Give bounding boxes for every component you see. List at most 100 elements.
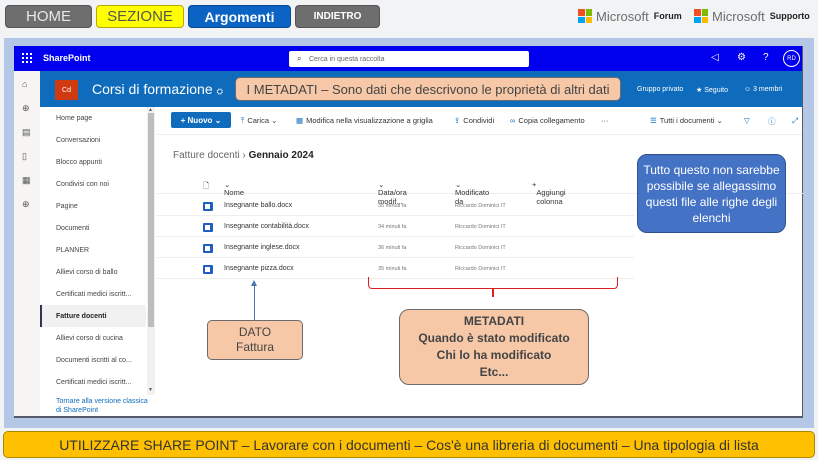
- create-icon[interactable]: ⊕: [22, 199, 30, 209]
- upload-button[interactable]: ⤒Carica ⌄: [241, 116, 278, 125]
- table-row[interactable]: Insegnante contabilità.docx 34 minuti fa…: [156, 216, 634, 237]
- nav-item-condivisi[interactable]: Condivisi con noi: [56, 180, 109, 188]
- more-button[interactable]: ···: [601, 116, 609, 125]
- info-icon[interactable]: ⓘ: [768, 117, 776, 126]
- site-header: Cd Corsi di formazione⛭ I METADATI – Son…: [40, 71, 802, 107]
- footer-topic-bar: UTILIZZARE SHARE POINT – Lavorare con i …: [3, 431, 815, 458]
- gear-icon[interactable]: ⚙: [737, 52, 746, 63]
- note-callout: Tutto questo non sarebbe possibile se al…: [637, 154, 786, 233]
- classic-sharepoint-link[interactable]: Tornare alla versione classica di ShareP…: [56, 398, 148, 414]
- file-type-icon[interactable]: 🗋: [203, 181, 210, 190]
- share-icon: ⇪: [454, 116, 461, 125]
- avatar[interactable]: RD: [783, 50, 800, 67]
- link-icon: ∞: [510, 116, 516, 125]
- sezione-button[interactable]: SEZIONE: [96, 5, 184, 28]
- file-name[interactable]: Insegnante inglese.docx: [224, 244, 300, 251]
- app-rail: ⌂ ⊕ ▤ ▯ ▦ ⊕: [14, 71, 40, 416]
- home-button[interactable]: HOME: [5, 5, 92, 28]
- view-list-icon: ☰: [650, 116, 657, 125]
- dato-callout: DATO Fattura: [207, 320, 303, 360]
- nav-scrollbar[interactable]: ▲ ▼: [147, 107, 155, 395]
- metadati-callout: METADATI Quando è stato modificato Chi l…: [399, 309, 589, 385]
- app-launcher-icon[interactable]: [22, 53, 32, 63]
- person-icon: ☺: [744, 86, 754, 93]
- nav-item-certificati-1[interactable]: Certificati medici iscritt...: [56, 290, 132, 298]
- arrow-line: [254, 283, 255, 320]
- modified-by[interactable]: Riccardo Dominici IT: [455, 203, 506, 209]
- file-name[interactable]: Insegnante ballo.docx: [224, 202, 293, 209]
- grid-edit-button[interactable]: ▦Modifica nella visualizzazione a grigli…: [296, 116, 433, 125]
- nav-item-allievi-ballo[interactable]: Allievi corso di ballo: [56, 268, 118, 276]
- word-file-icon: [203, 202, 213, 211]
- privacy-label: Gruppo privato: [637, 86, 684, 93]
- forum-label: Forum: [653, 11, 682, 21]
- modified-by[interactable]: Riccardo Dominici IT: [455, 224, 506, 230]
- nav-item-allievi-cucina[interactable]: Allievi corso di cucina: [56, 334, 123, 342]
- breadcrumb: Fatture docenti › Gennaio 2024: [173, 150, 314, 161]
- microsoft-brand: Microsoft: [596, 8, 649, 24]
- indietro-button[interactable]: INDIETRO: [295, 5, 380, 28]
- metadati-line-1: Quando è stato modificato: [418, 331, 570, 345]
- column-modified-by[interactable]: Modificato da ⌄: [455, 180, 490, 206]
- nav-item-home[interactable]: Home page: [56, 114, 93, 122]
- microsoft-support-link[interactable]: Microsoft Supporto: [694, 8, 810, 24]
- microsoft-logo-icon: [578, 9, 592, 23]
- modified-by[interactable]: Riccardo Dominici IT: [455, 266, 506, 272]
- members-button[interactable]: ☺ 3 membri: [744, 86, 783, 93]
- column-nome[interactable]: Nome ⌄: [224, 180, 245, 197]
- site-title[interactable]: Corsi di formazione⛭: [92, 81, 224, 97]
- nav-item-conversazioni[interactable]: Conversazioni: [56, 136, 101, 144]
- column-modified[interactable]: Data/ora modif... ⌄: [378, 180, 407, 206]
- view-selector[interactable]: ☰Tutti i documenti ⌄: [650, 116, 723, 125]
- scrollbar-thumb[interactable]: [148, 113, 154, 327]
- add-column-button[interactable]: + Aggiungi colonna: [532, 180, 566, 206]
- expand-icon[interactable]: ⤢: [792, 116, 798, 125]
- file-name[interactable]: Insegnante contabilità.docx: [224, 223, 309, 230]
- modified-time: 35 minuti fa: [378, 203, 407, 209]
- modified-by[interactable]: Riccardo Dominici IT: [455, 245, 506, 251]
- word-file-icon: [203, 223, 213, 232]
- follow-button[interactable]: ★ Seguito: [696, 87, 728, 94]
- help-icon[interactable]: ?: [763, 52, 769, 63]
- grid-icon: ▦: [296, 116, 304, 125]
- table-row[interactable]: Insegnante inglese.docx 36 minuti fa Ric…: [156, 237, 634, 258]
- nav-item-blocco-appunti[interactable]: Blocco appunti: [56, 158, 102, 166]
- argomenti-button[interactable]: Argomenti: [188, 5, 291, 28]
- brace-tip: [492, 289, 494, 297]
- filter-icon[interactable]: ▽: [744, 116, 750, 125]
- document-icon[interactable]: ▯: [22, 151, 27, 161]
- home-icon[interactable]: ⌂: [22, 79, 28, 89]
- word-file-icon: [203, 244, 213, 253]
- scroll-down-icon[interactable]: ▼: [148, 387, 153, 393]
- word-file-icon: [203, 265, 213, 274]
- news-icon[interactable]: ▤: [22, 127, 31, 137]
- search-input[interactable]: ⌕ Cerca in questa raccolta: [289, 51, 529, 67]
- scroll-up-icon[interactable]: ▲: [148, 107, 153, 113]
- modified-time: 35 minuti fa: [378, 266, 407, 272]
- microsoft-forum-link[interactable]: Microsoft Forum: [578, 8, 682, 24]
- nav-item-planner[interactable]: PLANNER: [56, 246, 90, 254]
- file-name[interactable]: Insegnante pizza.docx: [224, 265, 294, 272]
- metadata-definition-banner: I METADATI – Sono dati che descrivono le…: [235, 77, 621, 101]
- nav-item-pagine[interactable]: Pagine: [56, 202, 78, 210]
- microsoft-logo-icon: [694, 9, 708, 23]
- megaphone-icon[interactable]: ◁: [711, 52, 719, 63]
- site-navigation: Home page Conversazioni Blocco appunti C…: [40, 107, 156, 416]
- metadati-title: METADATI: [463, 314, 525, 328]
- nav-item-certificati-2[interactable]: Certificati medici iscritt...: [56, 378, 132, 386]
- modified-time: 36 minuti fa: [378, 245, 407, 251]
- breadcrumb-parent[interactable]: Fatture docenti: [173, 150, 240, 161]
- app-name[interactable]: SharePoint: [43, 53, 91, 63]
- site-logo[interactable]: Cd: [55, 80, 78, 100]
- share-button[interactable]: ⇪Condividi: [454, 116, 495, 125]
- nav-item-documenti[interactable]: Documenti: [56, 224, 90, 232]
- microsoft-brand: Microsoft: [712, 8, 765, 24]
- globe-icon[interactable]: ⊕: [22, 103, 30, 113]
- nav-item-documenti-iscritti[interactable]: Documenti iscritti al co...: [56, 356, 132, 364]
- list-icon[interactable]: ▦: [22, 175, 31, 185]
- table-row[interactable]: Insegnante pizza.docx 35 minuti fa Ricca…: [156, 258, 634, 279]
- new-button[interactable]: + Nuovo ⌄: [171, 112, 231, 128]
- table-row[interactable]: Insegnante ballo.docx 35 minuti fa Ricca…: [156, 195, 634, 216]
- nav-item-fatture-docenti[interactable]: Fatture docenti: [40, 305, 146, 327]
- copy-link-button[interactable]: ∞Copia collegamento: [510, 116, 585, 125]
